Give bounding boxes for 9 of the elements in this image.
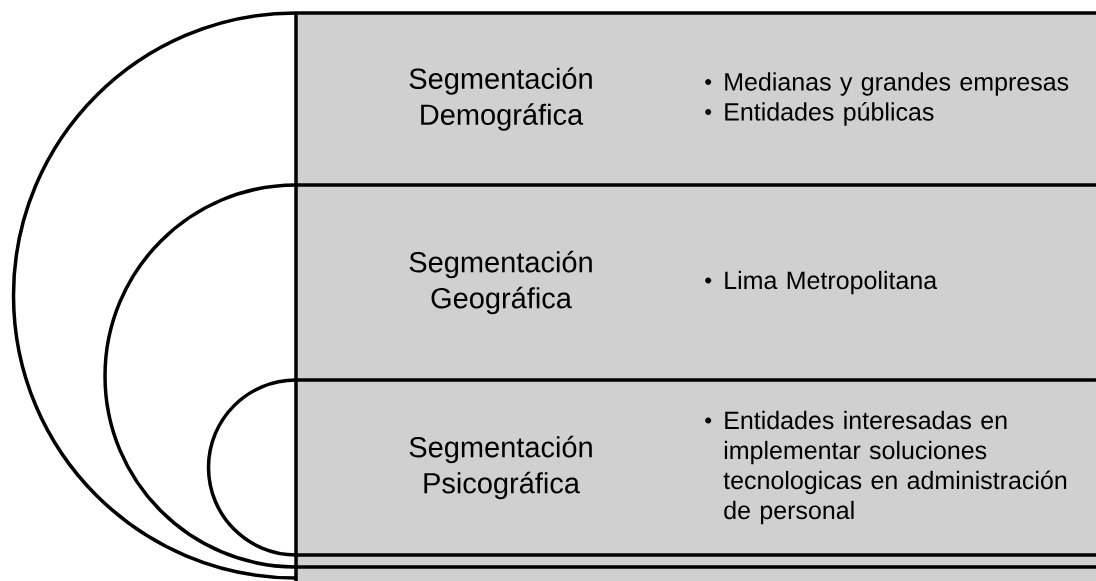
bullet-item: Entidades públicas [705,102,934,126]
bullet-item: Medianas y grandes empresas [705,72,1069,96]
band-heading: Segmentación Geográfica [409,250,592,315]
band-heading: Segmentación Psicográfica [409,435,592,500]
segment-band [296,13,1096,186]
bullet-item: Lima Metropolitana [705,270,938,295]
segment-band [296,185,1096,381]
bullet-item: Entidades interesadas en implementar soluciones tecnologicas en administración de personal [705,410,1067,525]
band-heading: Segmentación Demográfica [409,67,592,131]
